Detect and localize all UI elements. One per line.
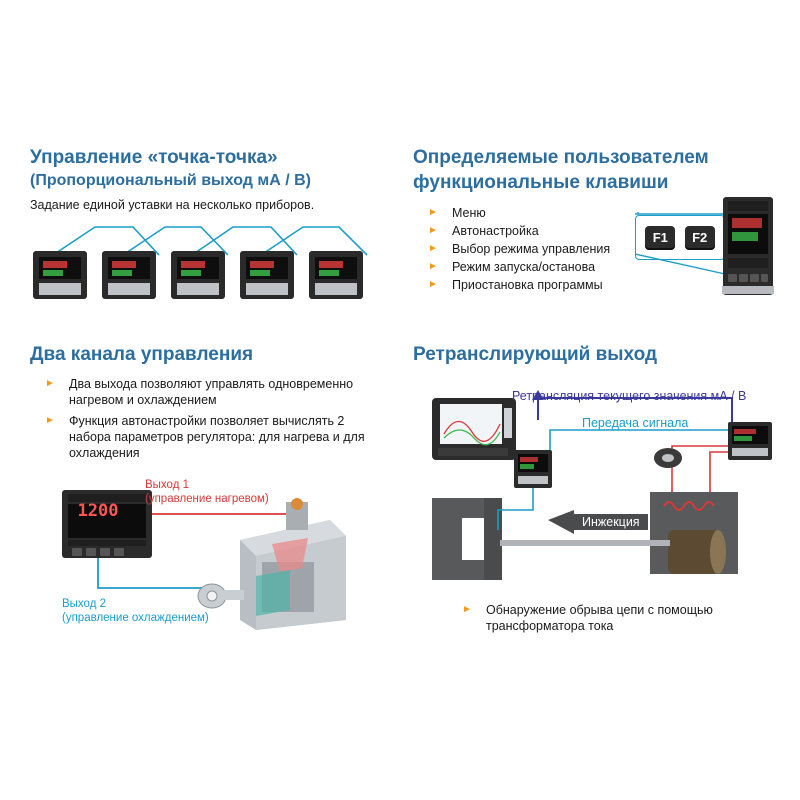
list-item: ►Приостановка программы (428, 278, 603, 292)
list-item: ►Автонастройка (428, 224, 539, 238)
retrans-list: ►Обнаружение обрыва цепи с помощью транс… (462, 602, 752, 639)
oven-chamber (240, 498, 346, 630)
dual-title: Два канала управления (30, 344, 254, 365)
list-item: ►Функция автонастройки позволяет вычисля… (45, 414, 365, 460)
list-item: ►Меню (428, 206, 486, 220)
list-item: ►Выбор режима управления (428, 242, 611, 256)
controller-unit-5 (309, 251, 363, 299)
mold-blocks (432, 498, 502, 580)
dual-controller-device (62, 490, 152, 558)
fkeys-list: ►Меню ►Автонастройка ►Выбор режима управ… (428, 204, 610, 294)
bullet-arrow-icon: ► (428, 279, 438, 290)
heater-coil (663, 501, 715, 511)
controller-unit-2 (102, 251, 156, 299)
cooling-output-wire (97, 558, 212, 589)
fkeys-callout: F1 F2 (635, 215, 725, 260)
bullet-arrow-icon: ► (428, 225, 438, 236)
fkeys-title-line2: функциональные клавиши (413, 172, 669, 193)
output2-sublabel: (управление охлаждением) (62, 612, 209, 624)
controller-unit-4 (240, 251, 294, 299)
output2-label: Выход 2 (62, 598, 107, 610)
p2p-title: Управление «точка-точка» (30, 147, 278, 168)
bullet-arrow-icon: ► (462, 604, 472, 615)
bullet-arrow-icon: ► (428, 207, 438, 218)
signal-path-line (549, 429, 728, 450)
p2p-description: Задание единой уставки на несколько приб… (30, 198, 315, 212)
output1-label: Выход 1 (145, 479, 190, 491)
f2-key-button[interactable]: F2 (684, 225, 715, 250)
retrans-label: Ретрансляция текущего значения мА / В (512, 389, 747, 403)
p2p-controllers-illustration (33, 226, 368, 299)
fkeys-title-line1: Определяемые пользователем (413, 147, 709, 168)
bullet-arrow-icon: ► (45, 378, 55, 389)
heater-wire-red-2 (709, 451, 728, 506)
bullet-arrow-icon: ► (428, 243, 438, 254)
controller-unit-3 (171, 251, 225, 299)
retrans-title: Ретранслирующий выход (413, 344, 658, 365)
daisy-chain-wiring (52, 226, 368, 256)
hmi-panel (432, 398, 516, 460)
mold-signal-wire (497, 488, 534, 530)
injection-arrow (548, 510, 648, 534)
retrans-arrow-icon (532, 390, 544, 400)
display-readout: 1200 (65, 497, 131, 524)
retrans-illustration (432, 390, 772, 580)
retrans-small-controller (514, 450, 552, 488)
bullet-arrow-icon: ► (45, 415, 55, 426)
heating-output-wire (152, 513, 299, 526)
dual-list: ►Два выхода позволяют управлять одноврем… (45, 376, 385, 466)
heater-wire-red (671, 445, 728, 506)
injection-label: Инжекция (582, 515, 640, 529)
process-value-readout: 1200 (77, 500, 119, 521)
controller-unit-1 (33, 251, 87, 299)
output1-sublabel: (управление нагревом) (145, 493, 269, 505)
dual-channel-illustration (62, 490, 346, 630)
bullet-arrow-icon: ► (428, 261, 438, 272)
retrans-main-controller (728, 422, 772, 460)
list-item: ►Обнаружение обрыва цепи с помощью транс… (462, 603, 713, 633)
fkeys-controller-device (722, 197, 774, 295)
fkeys-connector-lines (634, 212, 726, 275)
cooling-fan (197, 583, 244, 609)
f1-key-button[interactable]: F1 (645, 225, 676, 250)
p2p-subtitle: (Пропорциональный выход мА / В) (30, 172, 311, 189)
list-item: ►Два выхода позволяют управлять одноврем… (45, 377, 354, 407)
retrans-path-line (537, 397, 733, 422)
list-item: ►Режим запуска/останова (428, 260, 596, 274)
signal-label: Передача сигнала (582, 416, 689, 430)
